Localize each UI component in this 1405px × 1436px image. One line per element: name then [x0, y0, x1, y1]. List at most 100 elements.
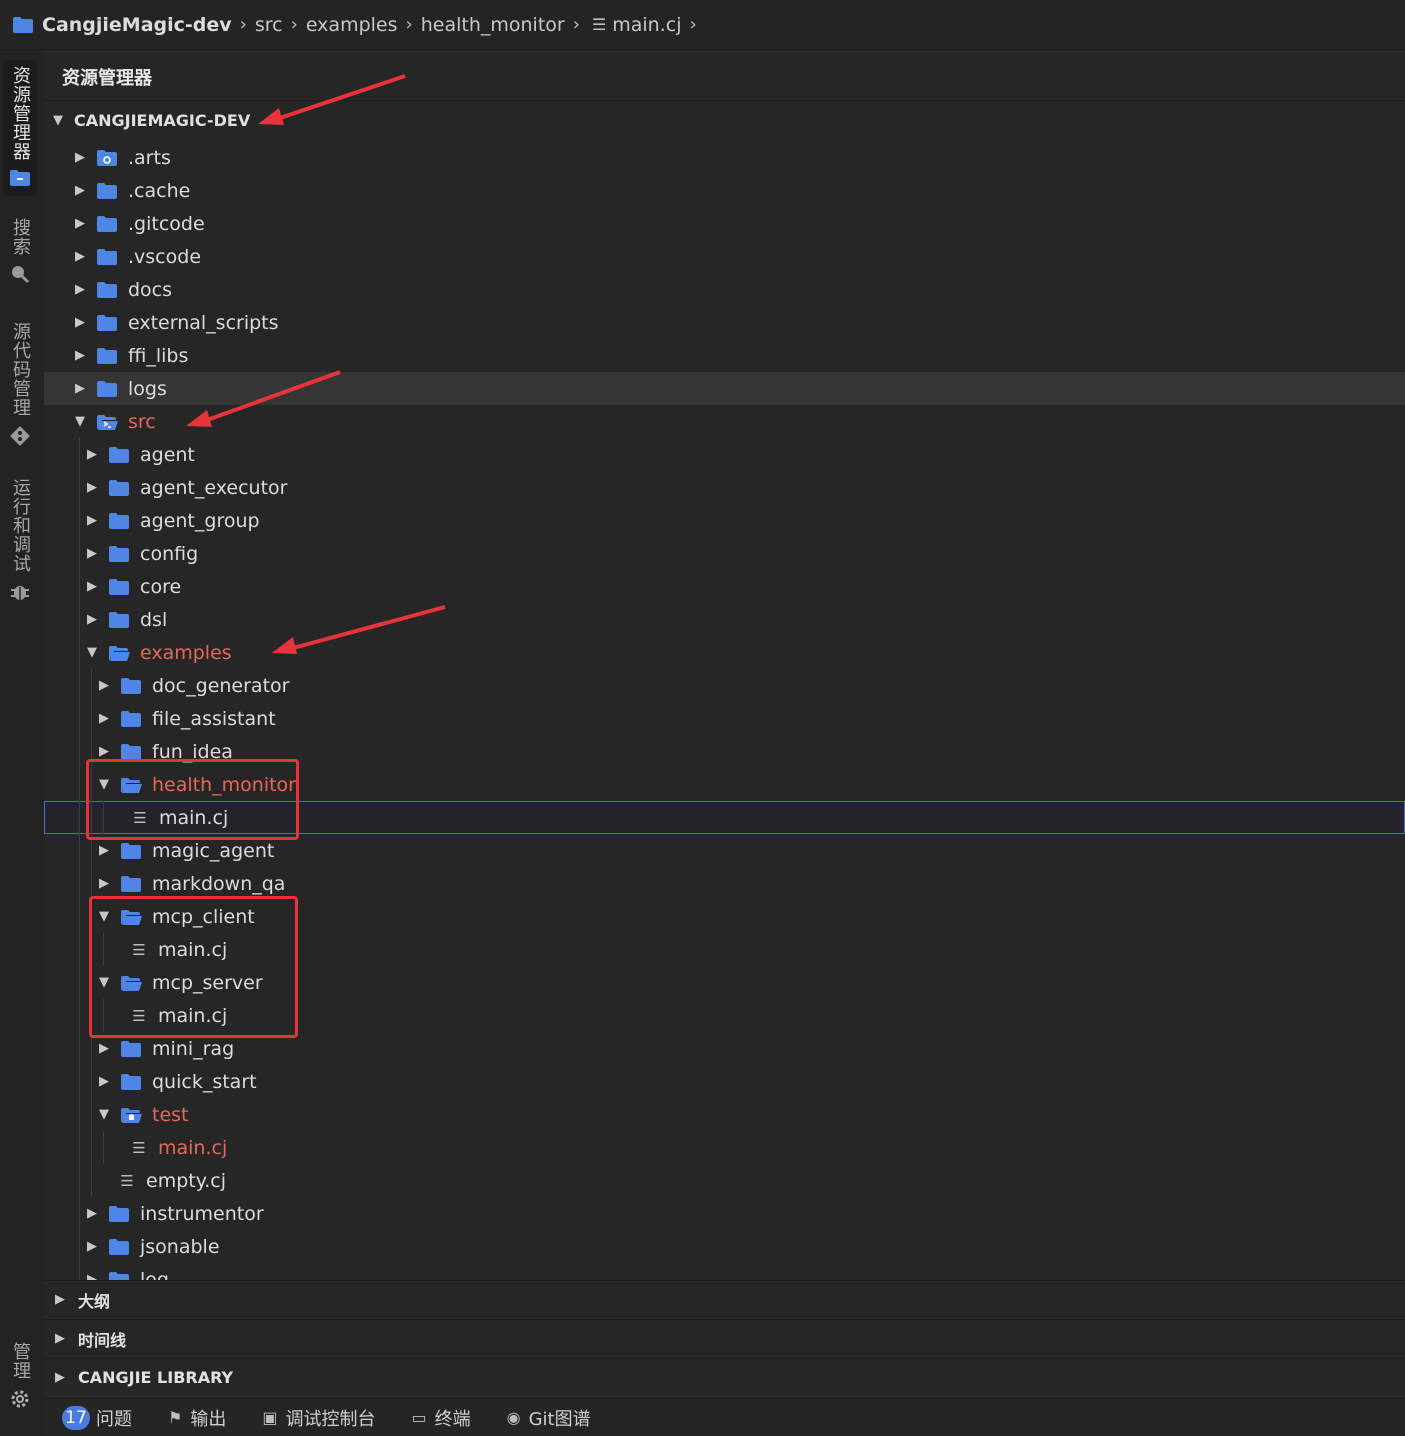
chevron-down-icon[interactable]: ▼ — [87, 645, 97, 660]
tree-folder-row[interactable]: ▶log — [44, 1263, 1405, 1281]
tree-folder-row[interactable]: ▶ ffi_libs — [44, 339, 1405, 372]
tree-folder-row[interactable]: ▶.cache — [44, 174, 1405, 207]
tree-folder-row[interactable]: ▼mcp_server — [44, 966, 1405, 999]
folder-icon — [108, 1205, 130, 1223]
tree-folder-row[interactable]: ▶agent_group — [44, 504, 1405, 537]
chevron-right-icon[interactable]: ▶ — [99, 876, 109, 891]
tree-folder-row[interactable]: ▶file_assistant — [44, 702, 1405, 735]
tree-folder-row[interactable]: ▶.gitcode — [44, 207, 1405, 240]
chevron-right-icon[interactable]: ▶ — [87, 612, 97, 627]
tree-folder-row[interactable]: ▶magic_agent — [44, 834, 1405, 867]
activity-explorer[interactable]: 资源管理器 — [3, 60, 37, 196]
tree-folder-row[interactable]: ▶ instrumentor — [44, 1197, 1405, 1230]
chevron-right-icon[interactable]: › — [689, 14, 697, 35]
chevron-right-icon[interactable]: ▶ — [87, 447, 97, 462]
chevron-right-icon[interactable]: ▶ — [87, 480, 97, 495]
section-outline[interactable]: ▶ 大纲 — [44, 1280, 1405, 1318]
tree-folder-row[interactable]: ▶config — [44, 537, 1405, 570]
breadcrumb-item[interactable]: examples — [305, 13, 398, 36]
chevron-right-icon[interactable]: ▶ — [75, 381, 85, 396]
breadcrumb-item[interactable]: src — [254, 13, 283, 36]
flag-icon: ⚑ — [168, 1408, 183, 1427]
tree-folder-row[interactable]: ▶dsl — [44, 603, 1405, 636]
tab-git-graph[interactable]: ◉ Git图谱 — [507, 1405, 591, 1431]
chevron-right-icon[interactable]: ▶ — [75, 249, 85, 264]
chevron-right-icon[interactable]: ▶ — [87, 579, 97, 594]
tree-folder-row[interactable]: ▶mini_rag — [44, 1032, 1405, 1065]
tree-item-label: ffi_libs — [128, 344, 189, 367]
chevron-right-icon[interactable]: ▶ — [75, 183, 85, 198]
chevron-right-icon[interactable]: ▶ — [75, 216, 85, 231]
activity-search[interactable]: 搜索 — [0, 218, 40, 290]
tree-item-label: main.cj — [159, 806, 229, 829]
chevron-down-icon[interactable]: ▼ — [99, 975, 109, 990]
tree-folder-row[interactable]: ▶external_scripts — [44, 306, 1405, 339]
tree-folder-row[interactable]: ▶core — [44, 570, 1405, 603]
tree-folder-row[interactable]: ▶logs — [44, 372, 1405, 405]
activity-debug[interactable]: 运行和调试 — [0, 478, 40, 604]
tree-item-label: agent_executor — [140, 476, 288, 499]
chevron-down-icon[interactable]: ▼ — [99, 1107, 109, 1122]
tree-folder-row[interactable]: ▶fun_idea — [44, 735, 1405, 768]
tree-file-row[interactable]: ☰empty.cj — [44, 1164, 1405, 1197]
chevron-right-icon[interactable]: ▶ — [99, 744, 109, 759]
chevron-right-icon[interactable]: ▶ — [87, 1272, 97, 1281]
chevron-down-icon[interactable]: ▼ — [75, 414, 85, 429]
chevron-right-icon[interactable]: ▶ — [87, 513, 97, 528]
chevron-right-icon[interactable]: ▶ — [99, 678, 109, 693]
chevron-down-icon[interactable]: ▼ — [99, 777, 109, 792]
breadcrumb-root[interactable]: CangjieMagic-dev — [42, 13, 232, 36]
tree-folder-row[interactable]: ▼health_monitor — [44, 768, 1405, 801]
activity-manage[interactable]: 管理 — [0, 1342, 40, 1422]
search-icon — [12, 266, 30, 284]
tree-folder-row[interactable]: ▼mcp_client — [44, 900, 1405, 933]
tree-file-row[interactable]: ☰main.cj — [44, 999, 1405, 1032]
tab-terminal[interactable]: ▭ 终端 — [411, 1405, 470, 1431]
tree-folder-row[interactable]: ▶.arts — [44, 141, 1405, 174]
tree-folder-row[interactable]: ▶doc_generator — [44, 669, 1405, 702]
tree-folder-row[interactable]: ▶jsonable — [44, 1230, 1405, 1263]
tree-folder-row[interactable]: ▼src — [44, 405, 1405, 438]
tree-folder-row[interactable]: ▶ agent_executor — [44, 471, 1405, 504]
file-lines-icon: ☰ — [132, 1138, 146, 1157]
tab-debug-console[interactable]: ▣ 调试控制台 — [262, 1405, 375, 1431]
tree-file-row[interactable]: ☰main.cj — [44, 801, 1405, 834]
tab-output[interactable]: ⚑ 输出 — [168, 1405, 226, 1431]
chevron-right-icon[interactable]: ▶ — [75, 348, 85, 363]
git-branch-icon — [10, 426, 30, 446]
chevron-down-icon[interactable]: ▼ — [99, 909, 109, 924]
section-cangjie-library[interactable]: ▶ CANGJIE LIBRARY — [44, 1358, 1405, 1396]
tree-item-label: instrumentor — [140, 1202, 264, 1225]
tree-file-row[interactable]: ☰main.cj — [44, 1131, 1405, 1164]
tree-folder-row[interactable]: ▼test — [44, 1098, 1405, 1131]
breadcrumb-item[interactable]: health_monitor — [420, 13, 565, 36]
tab-problems[interactable]: 17 问题 — [62, 1405, 132, 1431]
section-timeline[interactable]: ▶ 时间线 — [44, 1319, 1405, 1357]
folder-icon — [108, 446, 130, 464]
breadcrumb: CangjieMagic-dev › src › examples › heal… — [0, 0, 1405, 50]
tree-folder-row[interactable]: ▶agent — [44, 438, 1405, 471]
folder-open-icon — [120, 1106, 142, 1124]
tab-debug-console-label: 调试控制台 — [285, 1408, 376, 1430]
chevron-right-icon[interactable]: ▶ — [75, 150, 85, 165]
workspace-root[interactable]: ▼ CANGJIEMAGIC-DEV — [44, 103, 1405, 137]
tree-folder-row[interactable]: ▶.vscode — [44, 240, 1405, 273]
workspace-root-label: CANGJIEMAGIC-DEV — [74, 110, 251, 130]
activity-scm[interactable]: 源代码管理 — [0, 322, 40, 448]
chevron-right-icon[interactable]: ▶ — [87, 546, 97, 561]
chevron-right-icon[interactable]: ▶ — [99, 1041, 109, 1056]
tree-folder-row[interactable]: ▼examples — [44, 636, 1405, 669]
folder-open-icon — [120, 908, 142, 926]
tree-folder-row[interactable]: ▶docs — [44, 273, 1405, 306]
chevron-right-icon[interactable]: ▶ — [75, 315, 85, 330]
chevron-right-icon[interactable]: ▶ — [99, 843, 109, 858]
tree-folder-row[interactable]: ▶markdown_qa — [44, 867, 1405, 900]
chevron-right-icon[interactable]: ▶ — [75, 282, 85, 297]
chevron-right-icon[interactable]: ▶ — [87, 1206, 97, 1221]
chevron-right-icon[interactable]: ▶ — [99, 1074, 109, 1089]
chevron-right-icon[interactable]: ▶ — [87, 1239, 97, 1254]
breadcrumb-item[interactable]: main.cj — [612, 13, 682, 36]
tree-folder-row[interactable]: ▶quick_start — [44, 1065, 1405, 1098]
chevron-right-icon[interactable]: ▶ — [99, 711, 109, 726]
tree-file-row[interactable]: ☰main.cj — [44, 933, 1405, 966]
